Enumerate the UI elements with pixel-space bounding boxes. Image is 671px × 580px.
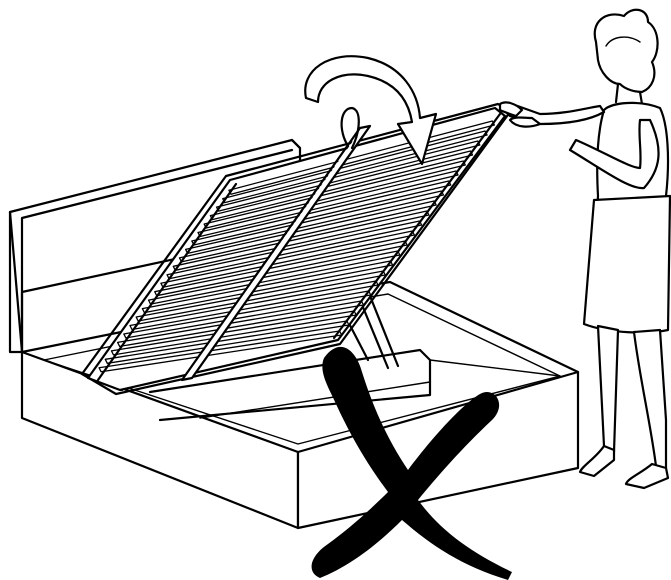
bed-lift-warning-illustration [0, 0, 671, 580]
